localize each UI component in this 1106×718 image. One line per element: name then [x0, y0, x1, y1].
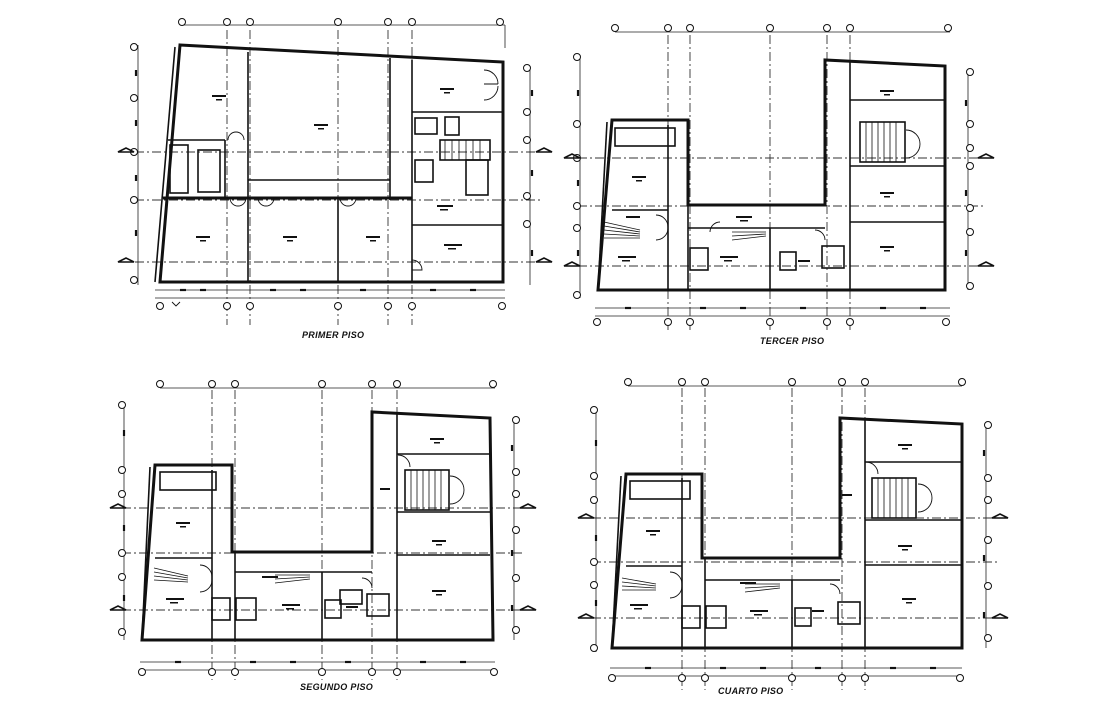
plan-title-segundo: SEGUNDO PISO: [300, 682, 373, 692]
plan-title-cuarto: CUARTO PISO: [718, 686, 783, 696]
plan-primer-piso: PRIMER PISO: [117, 18, 553, 340]
axis-bubbles-top: [178, 18, 504, 26]
plan-segundo-piso: SEGUNDO PISO: [109, 380, 537, 692]
plan-cuarto-piso: CUARTO PISO: [577, 378, 1009, 696]
plan-title-tercer: TERCER PISO: [760, 336, 824, 346]
plan-title-primer: PRIMER PISO: [302, 330, 364, 340]
plan-tercer-piso: TERCER PISO: [563, 24, 995, 346]
